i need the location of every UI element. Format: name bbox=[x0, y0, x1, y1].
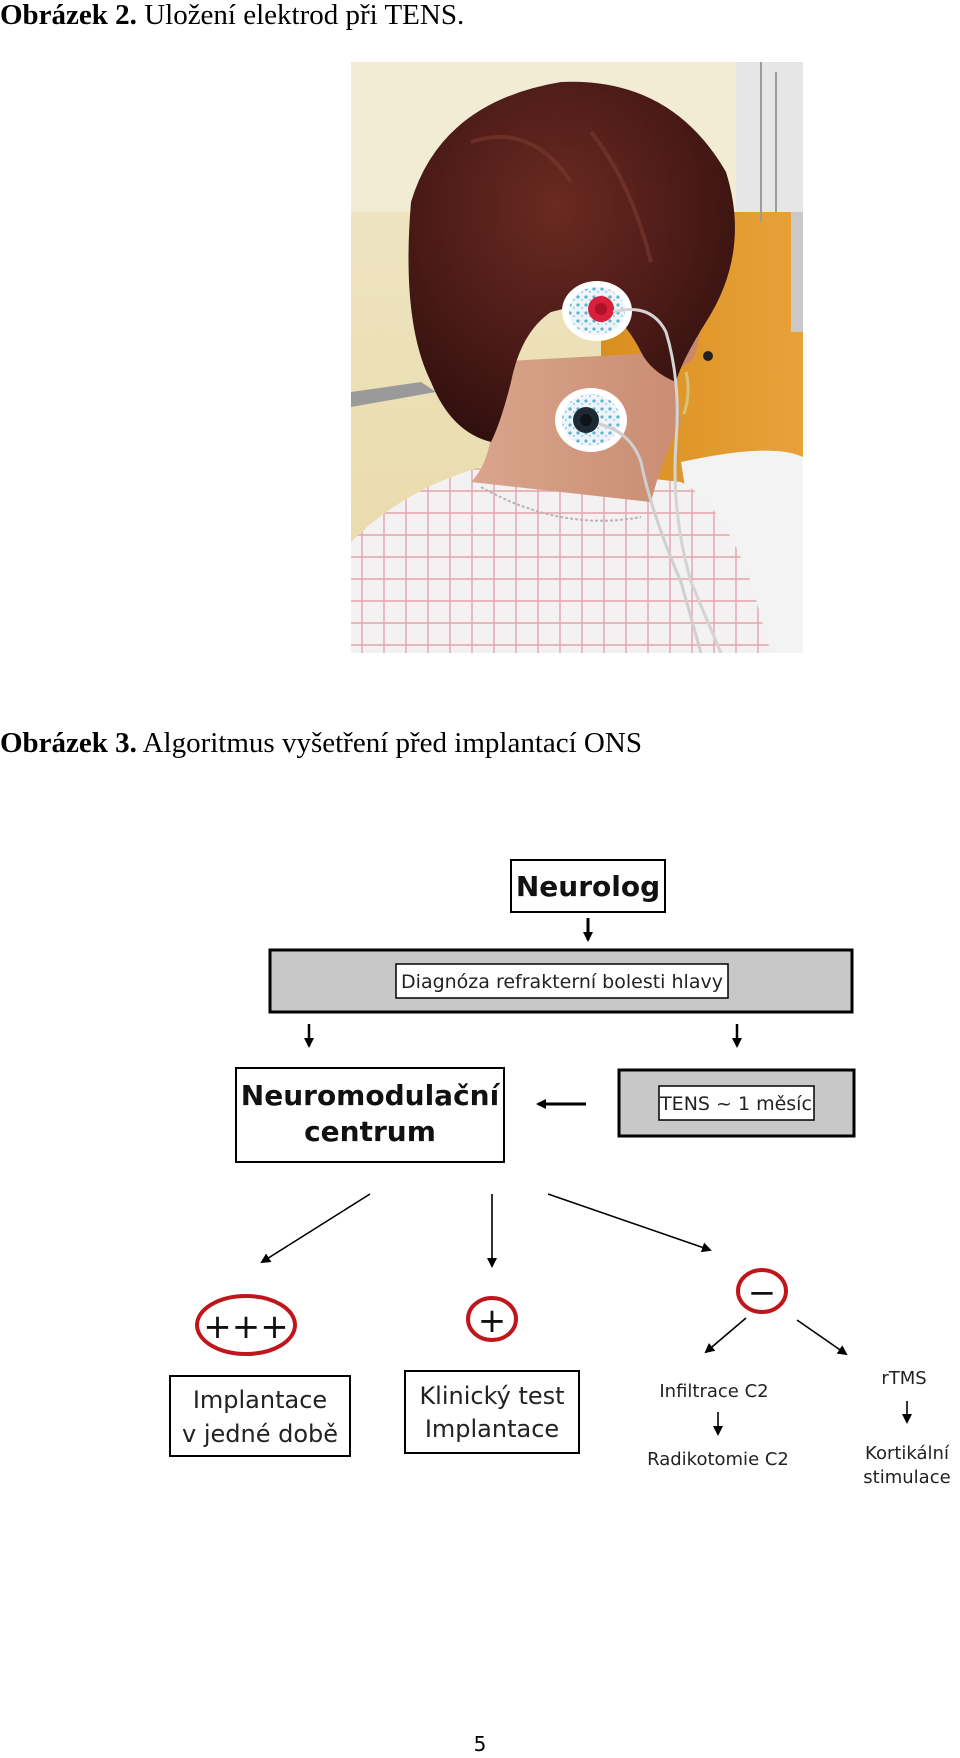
outcome-strong-label: +++ bbox=[203, 1307, 288, 1347]
klinicky-line-1: Klinický test bbox=[419, 1382, 564, 1410]
kortikalni-line-1: Kortikální bbox=[865, 1443, 950, 1464]
figure-3-text: Algoritmus vyšetření před implantací ONS bbox=[136, 727, 642, 759]
algorithm-flowchart: Neurolog Diagnóza refrakterní bolesti hl… bbox=[169, 859, 951, 1488]
diagnosis-band: Diagnóza refrakterní bolesti hlavy bbox=[268, 948, 854, 1014]
diagnosis-label: Diagnóza refrakterní bolesti hlavy bbox=[401, 971, 723, 993]
neurolog-box: Neurolog bbox=[510, 859, 666, 913]
outcome-negative-circle: − bbox=[736, 1268, 788, 1314]
centrum-box: Neuromodulační centrum bbox=[235, 1067, 505, 1163]
rtms-label: rTMS bbox=[881, 1368, 926, 1389]
implantace-line-2: v jedné době bbox=[182, 1420, 338, 1448]
arrow-negative-infiltrace bbox=[704, 1317, 747, 1354]
tens-label: TENS ~ 1 měsíc bbox=[659, 1093, 812, 1115]
implantace-line-1: Implantace bbox=[193, 1386, 327, 1414]
radikotomie-label: Radikotomie C2 bbox=[647, 1449, 789, 1470]
figure-3-caption: Obrázek 3. Algoritmus vyšetření před imp… bbox=[0, 726, 642, 760]
tens-electrodes-photo bbox=[351, 62, 803, 653]
outcome-positive-label: + bbox=[478, 1301, 507, 1341]
figure-3-label: Obrázek 3. bbox=[0, 727, 137, 759]
infiltrace-label: Infiltrace C2 bbox=[659, 1381, 768, 1402]
figure-2-caption: Obrázek 2. Uložení elektrod při TENS. bbox=[0, 0, 464, 32]
page-number: 5 bbox=[473, 1732, 487, 1756]
figure-2-text: Uložení elektrod při TENS. bbox=[136, 0, 465, 31]
klinicky-line-2: Implantace bbox=[425, 1415, 559, 1443]
centrum-line-1: Neuromodulační bbox=[241, 1079, 501, 1112]
tens-box: TENS ~ 1 měsíc bbox=[617, 1068, 856, 1138]
outcome-strong-circle: +++ bbox=[195, 1294, 297, 1356]
arrow-centrum-strong bbox=[260, 1193, 371, 1264]
centrum-line-2: centrum bbox=[304, 1115, 436, 1148]
outcome-positive-circle: + bbox=[466, 1296, 518, 1342]
klinicky-test-box: Klinický test Implantace bbox=[404, 1370, 580, 1454]
neurolog-label: Neurolog bbox=[516, 870, 660, 903]
arrow-centrum-negative bbox=[547, 1193, 712, 1253]
kortikalni-line-2: stimulace bbox=[863, 1467, 950, 1488]
figure-2-label: Obrázek 2. bbox=[0, 0, 137, 31]
arrow-negative-rtms bbox=[796, 1319, 848, 1356]
outcome-negative-label: − bbox=[748, 1273, 777, 1313]
implantace-box: Implantace v jedné době bbox=[169, 1375, 351, 1457]
